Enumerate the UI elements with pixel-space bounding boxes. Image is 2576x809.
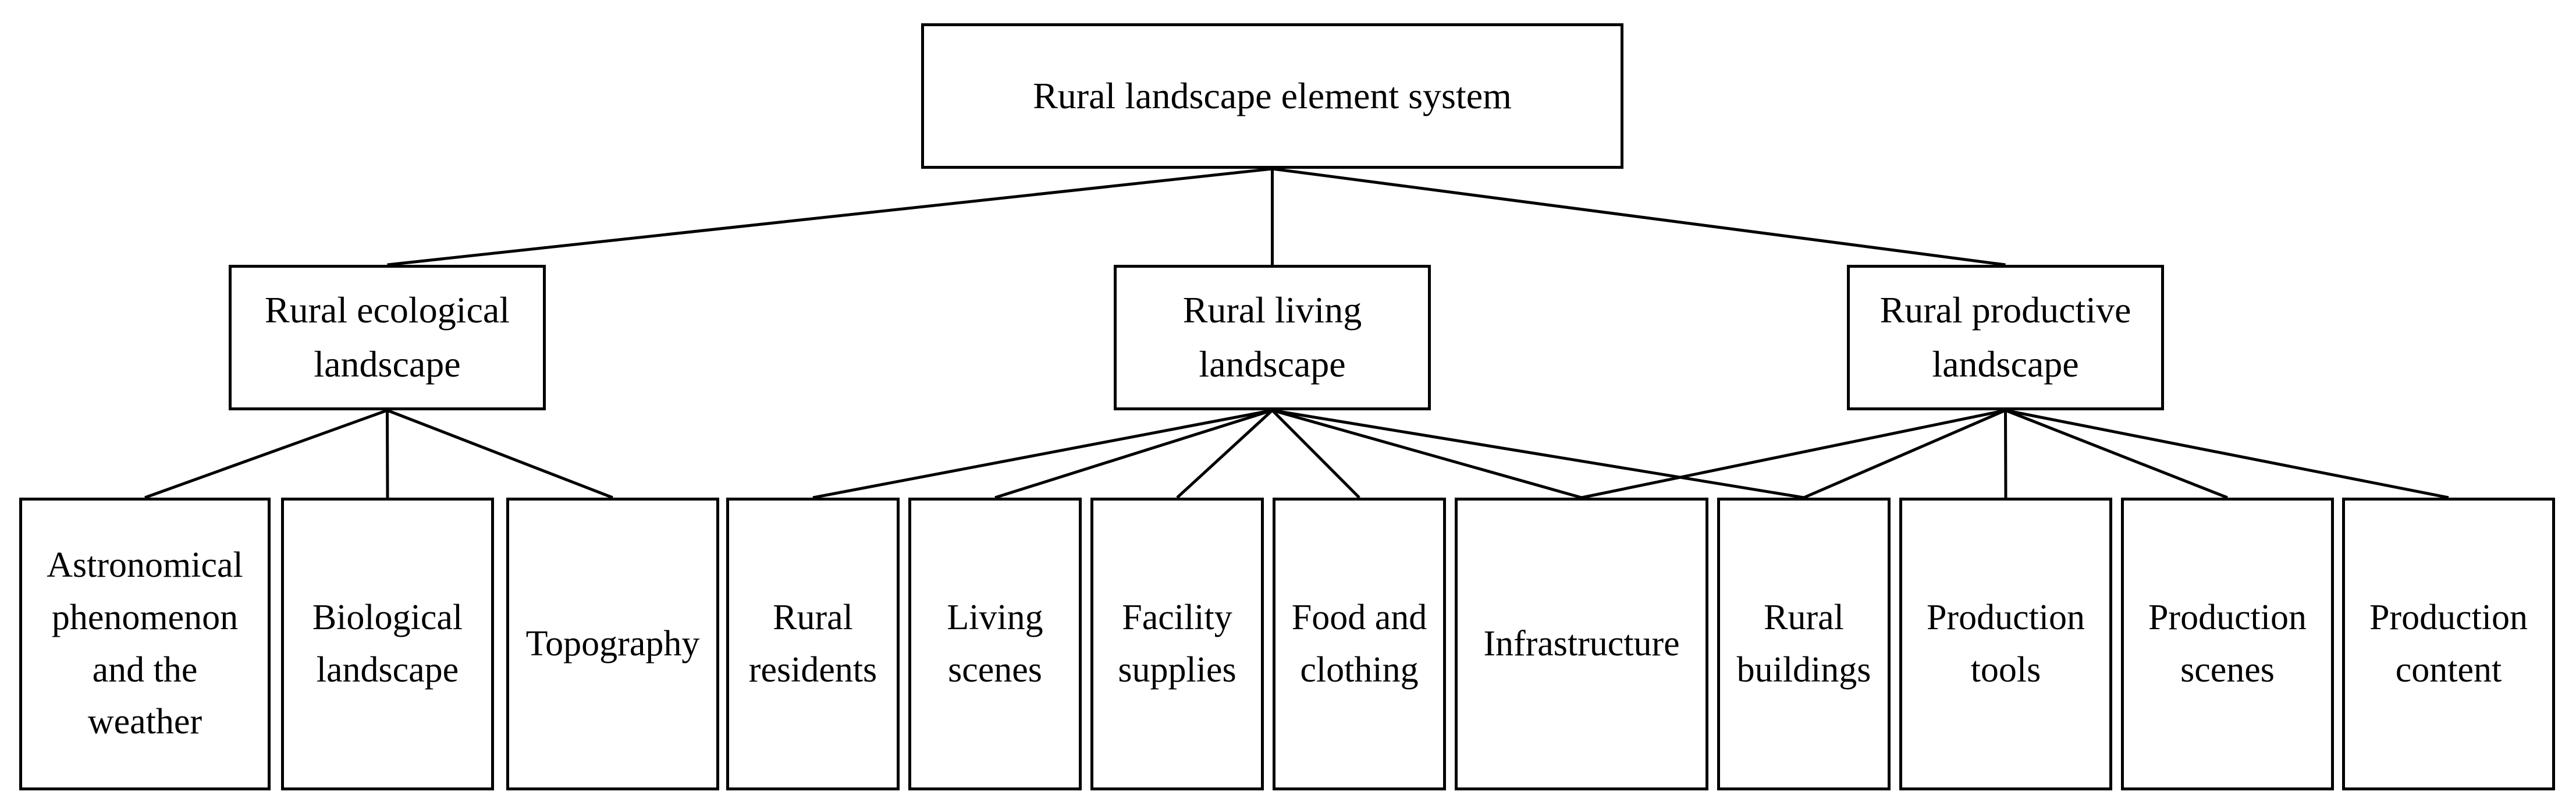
connector-ecological-astronomical bbox=[144, 409, 388, 499]
connector-living-rural-buildings bbox=[1272, 409, 1804, 499]
element-node-living-scenes: Living scenes bbox=[908, 498, 1082, 790]
category-node-productive: Rural productive landscape bbox=[1847, 265, 2164, 410]
element-label: Rural residents bbox=[748, 597, 877, 690]
element-label: Production scenes bbox=[2148, 597, 2307, 690]
element-node-production-content: Production content bbox=[2342, 498, 2555, 790]
element-node-infrastructure: Infrastructure bbox=[1455, 498, 1708, 790]
connector-living-living-scenes bbox=[994, 409, 1273, 499]
element-label: Biological landscape bbox=[312, 597, 463, 690]
element-node-production-scenes: Production scenes bbox=[2121, 498, 2334, 790]
category-label: Rural living landscape bbox=[1182, 289, 1362, 385]
element-label: Production content bbox=[2369, 597, 2528, 690]
connector-productive-production-content bbox=[2005, 409, 2449, 499]
connector-living-infrastructure bbox=[1271, 409, 1582, 499]
connector-productive-production-scenes bbox=[2005, 409, 2228, 499]
category-label: Rural ecological landscape bbox=[264, 289, 510, 385]
connector-root-productive bbox=[1272, 167, 2006, 267]
element-node-facility-supplies: Facility supplies bbox=[1090, 498, 1264, 790]
connector-ecological-topography bbox=[386, 409, 613, 499]
connector-productive-infrastructure bbox=[1581, 409, 2006, 499]
element-node-food-clothing: Food and clothing bbox=[1273, 498, 1446, 790]
connector-living-facility-supplies bbox=[1176, 409, 1274, 499]
element-label: Topography bbox=[525, 623, 700, 663]
element-node-rural-residents: Rural residents bbox=[726, 498, 900, 790]
connector-living-food-clothing bbox=[1271, 409, 1360, 499]
element-node-production-tools: Production tools bbox=[1899, 498, 2112, 790]
element-label: Food and clothing bbox=[1291, 597, 1427, 690]
element-label: Facility supplies bbox=[1118, 597, 1237, 690]
element-node-biological: Biological landscape bbox=[281, 498, 494, 790]
category-label: Rural productive landscape bbox=[1879, 289, 2131, 385]
connector-productive-rural-buildings bbox=[1803, 409, 2006, 499]
element-label: Living scenes bbox=[947, 597, 1043, 690]
element-label: Rural buildings bbox=[1736, 597, 1871, 690]
element-label: Astronomical phenomenon and the weather bbox=[47, 545, 243, 742]
root-node-label: Rural landscape element system bbox=[1033, 74, 1512, 116]
connector-root-ecological bbox=[387, 167, 1273, 267]
category-node-living: Rural living landscape bbox=[1114, 265, 1431, 410]
connector-living-rural-residents bbox=[812, 409, 1273, 499]
element-node-astronomical: Astronomical phenomenon and the weather bbox=[19, 498, 271, 790]
element-node-rural-buildings: Rural buildings bbox=[1717, 498, 1891, 790]
element-label: Production tools bbox=[1926, 597, 2085, 690]
root-node: Rural landscape element system bbox=[921, 23, 1623, 169]
category-node-ecological: Rural ecological landscape bbox=[229, 265, 546, 410]
element-node-topography: Topography bbox=[506, 498, 719, 790]
element-label: Infrastructure bbox=[1483, 623, 1680, 663]
